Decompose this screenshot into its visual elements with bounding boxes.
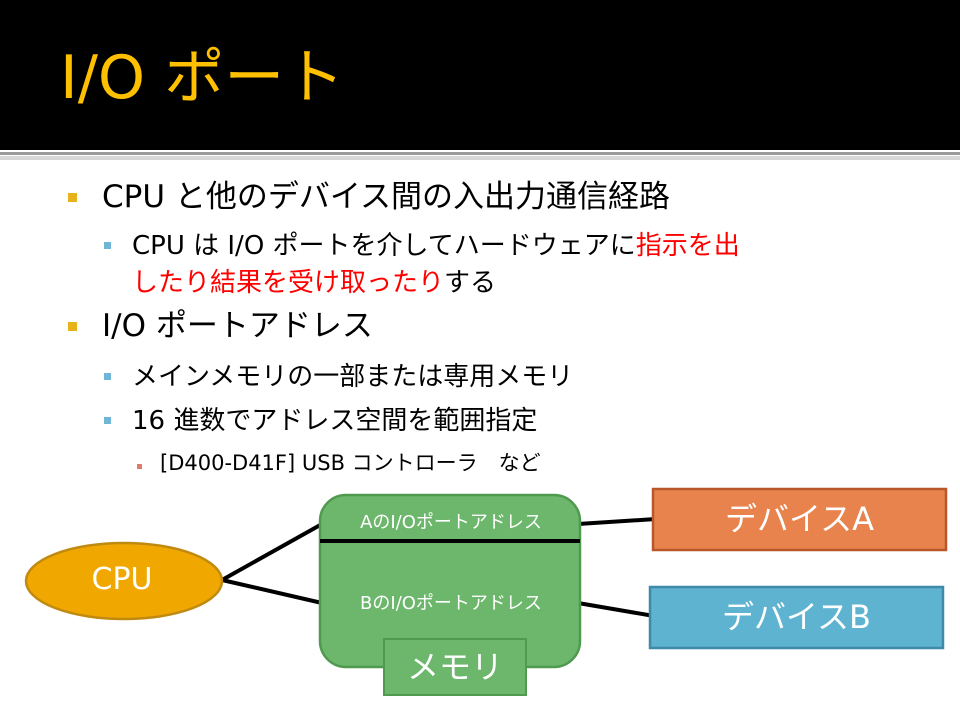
connector-a-device: [577, 517, 657, 526]
cpu-shape: [24, 541, 224, 621]
connector-cpu-b: [221, 578, 323, 605]
connector-cpu-a: [221, 522, 323, 582]
title-bar: [0, 0, 960, 150]
sub-bullet-marker-icon: [104, 242, 111, 249]
device-a-shape: [651, 487, 948, 552]
bullet-marker-icon: [68, 193, 77, 202]
slide-title: I/O ポート: [60, 43, 345, 113]
memory-label-box: [383, 638, 527, 696]
bullet-cpu-io-line1: CPU は I/O ポートを介してハードウェアに指示を出: [132, 229, 740, 263]
bullet-text-emphasis: 指示を出: [635, 231, 740, 261]
title-divider-shadow: [0, 156, 960, 160]
cpu-label: CPU: [91, 562, 153, 597]
device-b-label: デバイスB: [722, 598, 871, 636]
bullet-io-port-address: I/O ポートアドレス: [102, 308, 373, 344]
sub-bullet-marker-icon: [104, 417, 111, 424]
address-a-label: AのI/Oポートアドレス: [360, 512, 542, 533]
device-b-shape: [648, 585, 945, 650]
bullet-text-emphasis: したり結果を受け取ったり: [132, 268, 445, 298]
bullet-cpu-io-line2: したり結果を受け取ったりする: [132, 266, 496, 300]
bullet-io-path: CPU と他のデバイス間の入出力通信経路: [102, 179, 670, 215]
device-a-label: デバイスA: [725, 500, 874, 538]
bullet-text-plain: CPU は I/O ポートを介してハードウェアに: [132, 231, 636, 261]
bullet-hex-range: 16 進数でアドレス空間を範囲指定: [132, 406, 538, 436]
memory-label: メモリ: [406, 648, 503, 686]
bullet-marker-icon: [68, 322, 77, 331]
title-divider: [0, 152, 960, 155]
sub-sub-bullet-marker-icon: [137, 464, 142, 469]
bullet-usb-example: [D400-D41F] USB コントローラ など: [160, 451, 541, 475]
bullet-text-plain: する: [444, 268, 497, 298]
bullet-main-memory: メインメモリの一部または専用メモリ: [132, 362, 574, 392]
connector-b-device: [577, 601, 655, 618]
sub-bullet-marker-icon: [104, 373, 111, 380]
address-b-label: BのI/Oポートアドレス: [360, 593, 542, 614]
